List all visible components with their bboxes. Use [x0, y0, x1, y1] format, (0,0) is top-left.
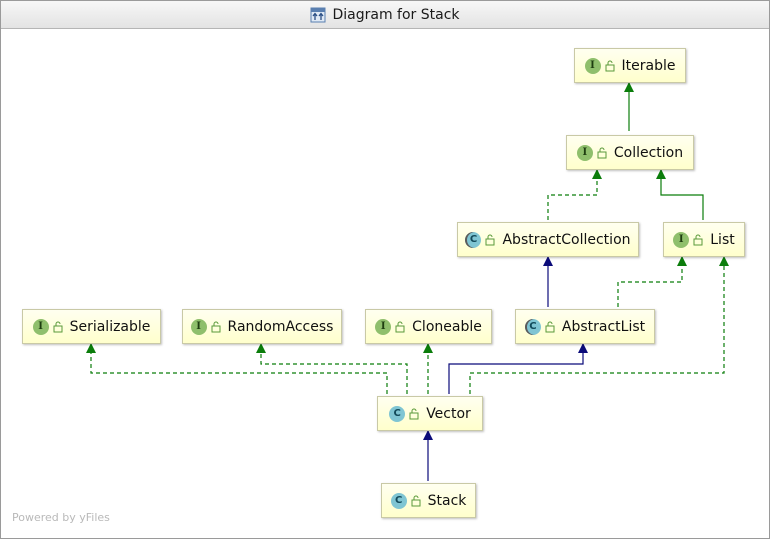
node-label: List: [710, 231, 735, 248]
edge-list-collection: [656, 169, 704, 220]
public-visibility-icon: [597, 147, 607, 158]
public-visibility-icon: [485, 234, 495, 245]
class-icon: C: [389, 405, 406, 422]
abstract-class-icon: C: [524, 318, 541, 335]
edge-vector-abstractlist: [448, 343, 588, 394]
interface-icon: I: [584, 57, 601, 74]
powered-by-label: Powered by yFiles: [12, 511, 110, 524]
node-label: Collection: [613, 144, 684, 161]
edge-vector-randomaccess: [256, 343, 408, 394]
public-visibility-icon: [53, 321, 63, 332]
node-serializable[interactable]: I Serializable: [22, 309, 161, 344]
interface-icon: I: [576, 144, 593, 161]
node-collection[interactable]: I Collection: [566, 135, 694, 170]
node-label: Stack: [427, 492, 467, 509]
interface-icon: I: [673, 231, 690, 248]
node-abstractlist[interactable]: C AbstractList: [515, 309, 655, 344]
abstract-class-icon: C: [465, 231, 482, 248]
public-visibility-icon: [693, 234, 703, 245]
class-icon: C: [390, 492, 407, 509]
node-label: AbstractList: [561, 318, 646, 335]
public-visibility-icon: [395, 321, 405, 332]
edge-abstractlist-list: [617, 256, 687, 307]
public-visibility-icon: [411, 495, 421, 506]
node-iterable[interactable]: I Iterable: [574, 48, 686, 83]
node-label: Vector: [426, 405, 471, 422]
edge-vector-serializable: [86, 343, 388, 394]
node-label: Serializable: [69, 318, 151, 335]
diagram-icon: [310, 7, 326, 22]
public-visibility-icon: [211, 321, 221, 332]
window-title: Diagram for Stack: [332, 6, 460, 23]
node-label: Iterable: [621, 57, 676, 74]
edge-vector-list: [469, 256, 729, 394]
node-label: Cloneable: [412, 318, 482, 335]
public-visibility-icon: [545, 321, 555, 332]
node-randomaccess[interactable]: I RandomAccess: [182, 309, 342, 344]
public-visibility-icon: [409, 408, 419, 419]
public-visibility-icon: [605, 60, 615, 71]
interface-icon: I: [32, 318, 49, 335]
node-vector[interactable]: C Vector: [377, 396, 483, 431]
node-label: AbstractCollection: [502, 231, 631, 248]
title-bar: Diagram for Stack: [1, 1, 769, 29]
interface-icon: I: [375, 318, 392, 335]
edge-abstractcollection-collection: [547, 169, 602, 220]
diagram-canvas: I Iterable I Collection C AbstractCollec…: [1, 29, 769, 538]
interface-icon: I: [190, 318, 207, 335]
edges-layer: [86, 82, 729, 481]
node-list[interactable]: I List: [663, 222, 745, 257]
node-abstractcollection[interactable]: C AbstractCollection: [457, 222, 639, 257]
node-label: RandomAccess: [227, 318, 334, 335]
node-stack[interactable]: C Stack: [381, 483, 476, 518]
node-cloneable[interactable]: I Cloneable: [365, 309, 492, 344]
